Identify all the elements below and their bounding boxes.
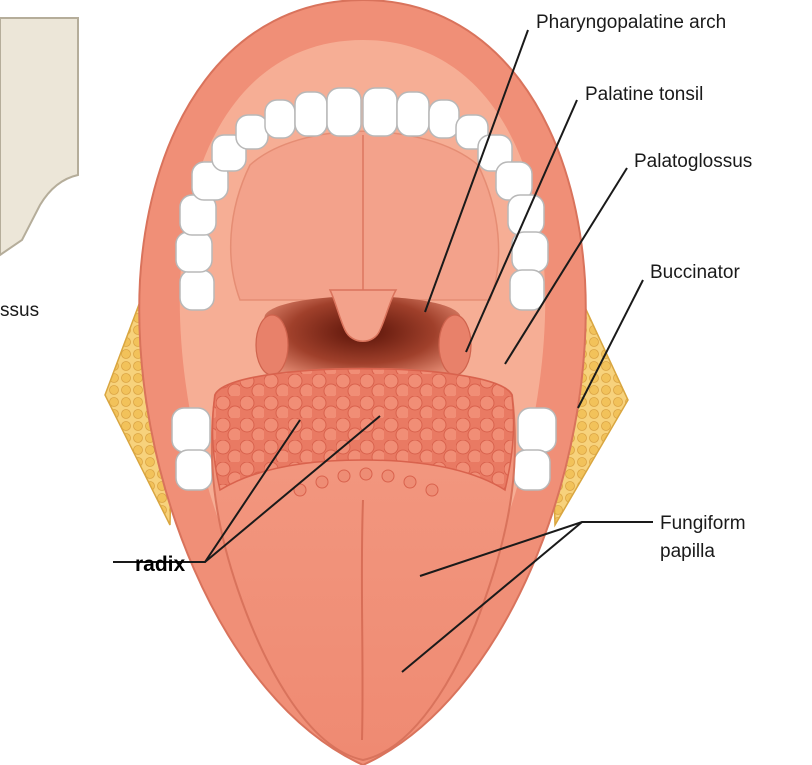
right-palatine-tonsil — [439, 315, 471, 375]
label-pharyngopalatine-arch: Pharyngopalatine arch — [536, 12, 726, 34]
label-fungiform-line2: papilla — [660, 541, 715, 563]
label-fungiform-line1: Fungiform — [660, 513, 746, 535]
partial-inset-label: ssus — [0, 300, 39, 322]
hard-palate — [231, 131, 499, 300]
inset-panel-partial — [0, 18, 78, 255]
label-buccinator: Buccinator — [650, 262, 740, 284]
label-palatoglossus: Palatoglossus — [634, 151, 752, 173]
label-radix: radix — [135, 553, 185, 577]
median-sulcus — [362, 500, 363, 740]
left-palatine-tonsil — [256, 315, 288, 375]
label-palatine-tonsil: Palatine tonsil — [585, 84, 703, 106]
